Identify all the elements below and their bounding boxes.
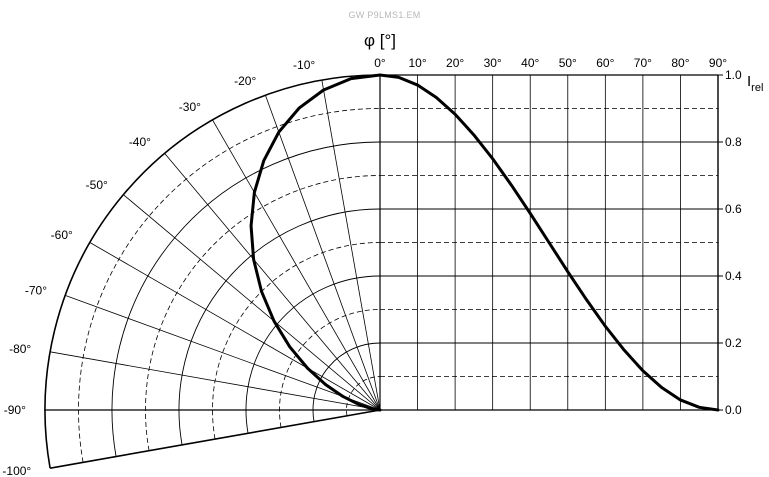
polar-spoke	[50, 351, 381, 411]
y-tick-label: 0.2	[725, 336, 742, 350]
watermark-text: GW P9LMS1.EM	[348, 10, 421, 20]
polar-spoke	[65, 295, 381, 411]
polar-spoke	[89, 242, 381, 411]
y-tick-label: 1.0	[725, 68, 742, 82]
polar-angle-label: -10°	[293, 58, 315, 72]
x-tick-label: 80°	[671, 56, 689, 70]
x-tick-label: 0°	[374, 56, 386, 70]
polar-angle-label: -90°	[4, 403, 26, 417]
chart-title: φ [°]	[364, 31, 396, 50]
polar-spoke	[164, 153, 381, 411]
polar-spoke	[212, 119, 381, 411]
polar-angle-label: -50°	[86, 178, 108, 192]
polar-outer-arc	[44, 74, 381, 469]
x-tick-label: 90°	[709, 56, 727, 70]
y-tick-label: 0.4	[725, 269, 742, 283]
x-tick-label: 50°	[559, 56, 577, 70]
grid	[45, 75, 718, 463]
x-tick-label: 30°	[484, 56, 502, 70]
x-tick-label: 10°	[408, 56, 426, 70]
intensity-curve-cartesian	[378, 73, 720, 412]
polar-spoke	[123, 194, 381, 411]
y-tick-label: 0.8	[725, 135, 742, 149]
y-axis-label-subscript: rel	[751, 82, 763, 94]
polar-arc-dashed	[346, 376, 381, 416]
intensity-curve-polar	[249, 73, 382, 412]
x-tick-label: 60°	[596, 56, 614, 70]
x-tick-label: 40°	[521, 56, 539, 70]
y-tick-label: 0.6	[725, 202, 742, 216]
labels: -100° -90° -80° -70° -60° -50° -40° -30° -20° -10…	[2, 31, 763, 477]
y-axis-label: Irel	[747, 73, 763, 94]
x-tick-label: 20°	[446, 56, 464, 70]
polar-angle-label: -70°	[25, 283, 47, 297]
polar-angle-label: -60°	[51, 228, 73, 242]
polar-edge-line	[49, 409, 381, 469]
polar-angle-label: -40°	[129, 135, 151, 149]
frame	[44, 74, 723, 469]
polar-angle-label: -30°	[179, 100, 201, 114]
polar-spoke	[321, 80, 381, 411]
x-tick-label: 70°	[634, 56, 652, 70]
polar-spoke	[265, 95, 381, 411]
polar-angle-label: -100°	[2, 464, 31, 477]
polar-angle-label: -80°	[9, 342, 31, 356]
y-tick-label: 0.0	[725, 403, 742, 417]
polar-angle-label: -20°	[234, 74, 256, 88]
curves	[249, 73, 720, 412]
